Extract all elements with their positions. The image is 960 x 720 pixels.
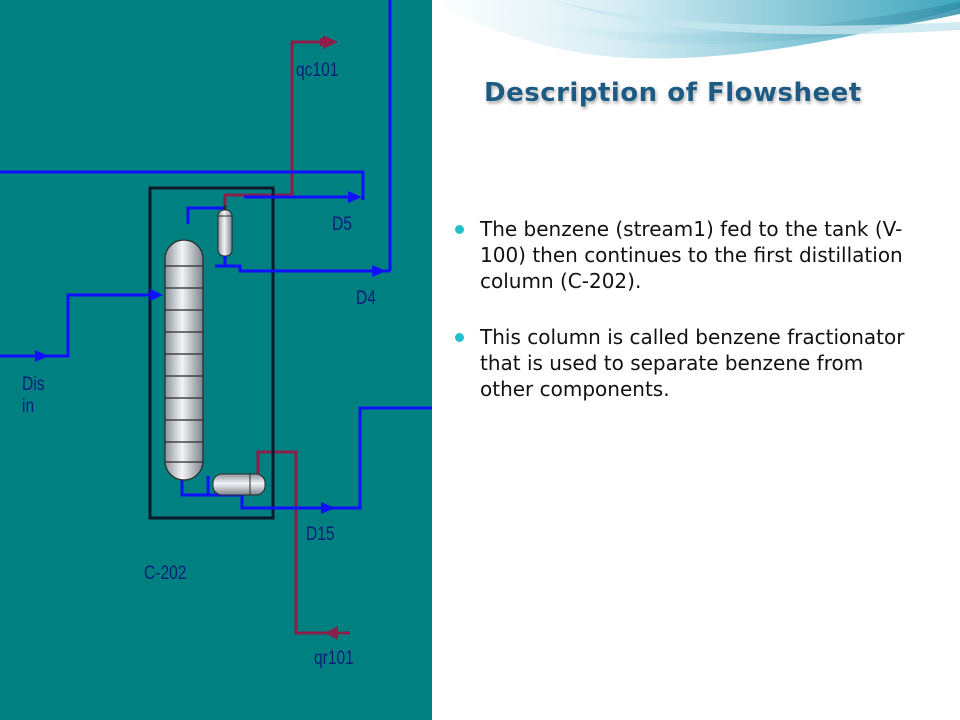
stream-d5 xyxy=(186,195,356,224)
flowsheet-drawing xyxy=(0,0,432,640)
distillation-column-c202 xyxy=(164,239,204,481)
top-recycle-stream xyxy=(0,170,365,200)
label-qc101: qc101 xyxy=(296,60,339,81)
d15-arrowhead xyxy=(321,502,335,514)
label-d4: D4 xyxy=(356,288,376,309)
bullet-list: The benzene (stream1) fed to the tank (V… xyxy=(455,216,920,432)
label-qr101: qr101 xyxy=(314,648,354,669)
energy-stream-qc101 xyxy=(223,40,325,212)
bullet-item: The benzene (stream1) fed to the tank (V… xyxy=(455,216,920,294)
flowsheet-diagram: qc101 D5 D4 Dis in D15 C-202 qr101 xyxy=(0,0,432,720)
dis-in-arrowhead-1 xyxy=(35,350,49,362)
label-c202: C-202 xyxy=(144,563,187,584)
bullet-dot-icon xyxy=(455,225,464,234)
condenser-drum xyxy=(217,205,233,257)
energy-stream-qr101 xyxy=(256,450,350,635)
d5-arrowhead xyxy=(348,191,362,203)
slide-content: Description of Flowsheet The benzene (st… xyxy=(432,0,960,720)
label-d15: D15 xyxy=(306,524,335,545)
bullet-dot-icon xyxy=(455,333,464,342)
bullet-text: The benzene (stream1) fed to the tank (V… xyxy=(480,217,903,293)
bullet-item: This column is called benzene fractionat… xyxy=(455,324,920,402)
header-swoosh-decoration xyxy=(432,0,960,59)
qc101-arrow-tail xyxy=(320,38,330,46)
label-dis-in: Dis in xyxy=(22,374,45,417)
bullet-text: This column is called benzene fractionat… xyxy=(480,325,905,401)
qr101-arrowhead xyxy=(325,626,338,640)
dis-in-arrowhead-2 xyxy=(150,289,163,301)
d4-arrowhead xyxy=(372,265,386,277)
label-d5: D5 xyxy=(332,214,352,235)
reboiler xyxy=(212,473,266,496)
stream-dis-in xyxy=(0,293,160,358)
slide-title: Description of Flowsheet xyxy=(484,78,862,108)
column-c202-frame xyxy=(148,186,275,520)
